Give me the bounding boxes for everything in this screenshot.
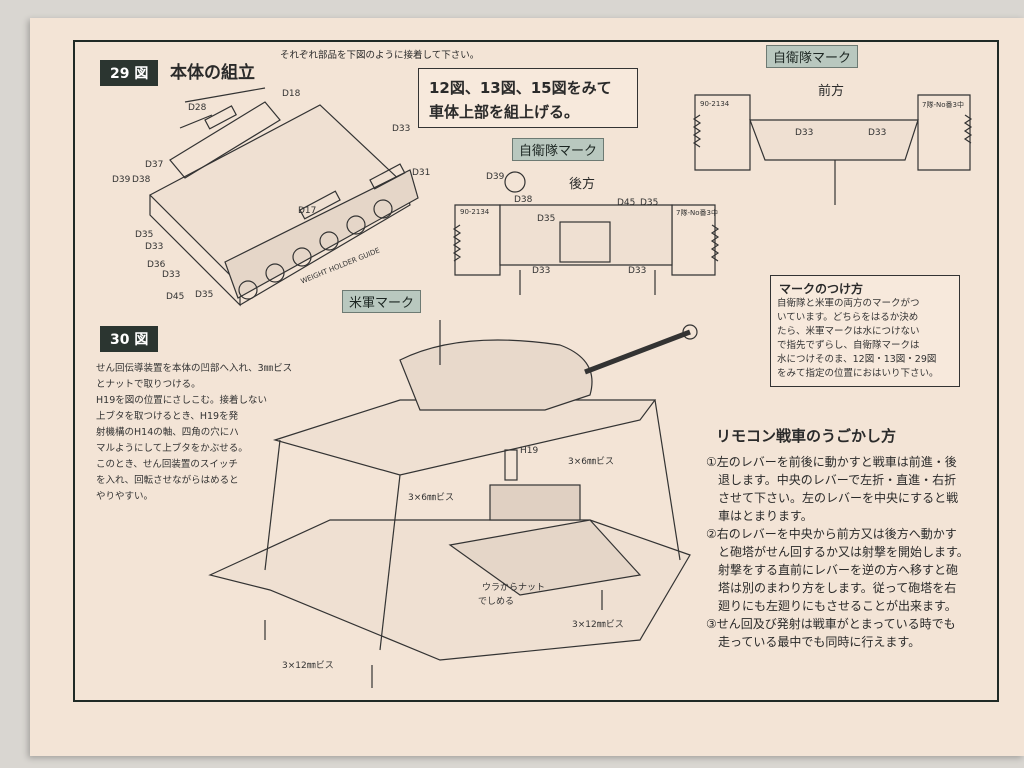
remote-line: 射撃をする直前にレバーを逆の方へ移すと砲	[706, 563, 959, 577]
rear-label: 後方	[569, 177, 596, 192]
marking-line: たら、米軍マークは水につけない	[777, 326, 920, 337]
part-label: D37	[145, 160, 164, 170]
marking-line: をみて指定の位置におはいり下さい。	[777, 368, 939, 379]
plate-rear-left: 90-2134	[460, 208, 490, 216]
remote-line: ②右のレバーを中央から前方又は後方へ動かす	[706, 527, 957, 541]
figure-29-title: 本体の組立	[170, 63, 255, 83]
remote-line: ③せん回及び発射は戦車がとまっている時でも	[706, 617, 956, 631]
front-part-label: D33	[795, 128, 814, 138]
part-label: D18	[282, 89, 301, 99]
remote-line: 走っている最中でも同時に行えます。	[706, 635, 921, 649]
rear-part-label: D33	[532, 266, 551, 276]
marking-title: マークのつけ方	[779, 282, 864, 296]
rear-part-label: D35	[537, 214, 556, 224]
tank-exploded-drawing	[208, 320, 698, 688]
part-label: D31	[412, 168, 431, 178]
fig30-text-line: とナットで取りつける。	[96, 379, 201, 390]
remote-line: と砲塔がせん回するか又は射撃を開始します。	[706, 545, 969, 559]
marking-line: 水につけそのま、12図・13図・29図	[777, 354, 937, 365]
rear-part-label: D45	[617, 198, 636, 208]
fig30-text-line: このとき、せん回装置のスイッチ	[96, 459, 238, 470]
instruction-line-1: 12図、13図、15図をみて	[429, 79, 612, 97]
rear-part-label: D33	[628, 266, 647, 276]
remote-line: 塔は別のまわり方をします。従って砲塔を右	[706, 581, 957, 595]
rear-part-label: D39	[486, 172, 505, 182]
nut-note: ウラからナット	[482, 583, 546, 593]
hull-lower-drawing	[149, 87, 419, 307]
plate-rear-right: 7隊-No番3中	[676, 209, 718, 217]
remote-line: ①左のレバーを前後に動かすと戦車は前進・後	[706, 455, 957, 469]
remote-line: させて下さい。左のレバーを中央にすると戦	[706, 491, 959, 505]
part-label: D38	[132, 175, 151, 185]
remote-line: 廻りにも左廻りにもさせることが出来ます。	[706, 599, 957, 613]
instruction-line-2: 車体上部を組上げる。	[429, 103, 580, 121]
figure-29-caption: それぞれ部品を下図のように接着して下さい。	[280, 50, 480, 61]
instruction-box: 12図、13図、15図をみて 車体上部を組上げる。	[418, 68, 638, 128]
figure-30-badge: 30 図	[100, 326, 159, 352]
plate-front-right: 7隊-No番3中	[922, 101, 964, 109]
fig30-text-line: H19を図の位置にさしこむ。接着しない	[96, 395, 268, 406]
screw-3x12-label: 3×12㎜ビス	[572, 620, 624, 630]
front-part-label: D33	[868, 128, 887, 138]
rear-part-label: D38	[514, 195, 533, 205]
jsdf-mark-label-rear: 自衛隊マーク	[512, 138, 605, 161]
page-border	[73, 40, 999, 702]
marking-instructions-box: マークのつけ方 自衛隊と米軍の両方のマークがつ いています。どちらをはるか決め …	[770, 275, 960, 387]
marking-line: いています。どちらをはるか決め	[777, 312, 919, 323]
fig30-text-line: やりやすい。	[96, 491, 154, 502]
part-label: D33	[392, 124, 411, 134]
part-label: D28	[188, 103, 207, 113]
part-label: D35	[195, 290, 214, 300]
remote-title: リモコン戦車のうごかし方	[716, 427, 897, 445]
part-label: D33	[145, 242, 164, 252]
hull-front-view-drawing	[692, 94, 973, 205]
part-label: D39	[112, 175, 131, 185]
rear-part-label: D35	[640, 198, 659, 208]
hull-rear-view-drawing	[452, 171, 720, 295]
jsdf-mark-label-front: 自衛隊マーク	[766, 45, 859, 68]
part-label: D45	[166, 292, 185, 302]
remote-line: 車はとまります。	[706, 509, 813, 523]
us-mark-label: 米軍マーク	[342, 290, 422, 313]
h19-label: H19	[520, 446, 539, 456]
part-label: D33	[162, 270, 181, 280]
fig30-text-line: 射機構のH14の軸、四角の穴にハ	[96, 427, 239, 438]
part-label: D17	[298, 206, 317, 216]
marking-line: で指先でずらし、自衛隊マークは	[777, 340, 920, 351]
part-label: D35	[135, 230, 154, 240]
plate-front-left: 90-2134	[700, 100, 730, 108]
screw-3x12-label: 3×12㎜ビス	[282, 661, 334, 671]
fig30-text-line: せん回伝導装置を本体の凹部へ入れ、3㎜ビス	[96, 363, 293, 374]
part-label: D36	[147, 260, 166, 270]
nut-note: でしめる	[478, 597, 515, 607]
remote-line: 退します。中央のレバーで左折・直進・右折	[706, 473, 957, 487]
screw-3x6-label: 3×6㎜ビス	[408, 493, 454, 503]
marking-line: 自衛隊と米軍の両方のマークがつ	[777, 298, 920, 309]
fig30-text-line: 上ブタを取つけるとき、H19を発	[96, 411, 239, 422]
front-label: 前方	[818, 84, 845, 99]
figure-29-badge: 29 図	[100, 60, 159, 86]
fig30-text-line: を入れ、回転させながらはめると	[96, 475, 239, 486]
fig30-text-line: マルようにして上ブタをかぶせる。	[96, 443, 248, 454]
screw-3x6-label: 3×6㎜ビス	[568, 457, 614, 467]
